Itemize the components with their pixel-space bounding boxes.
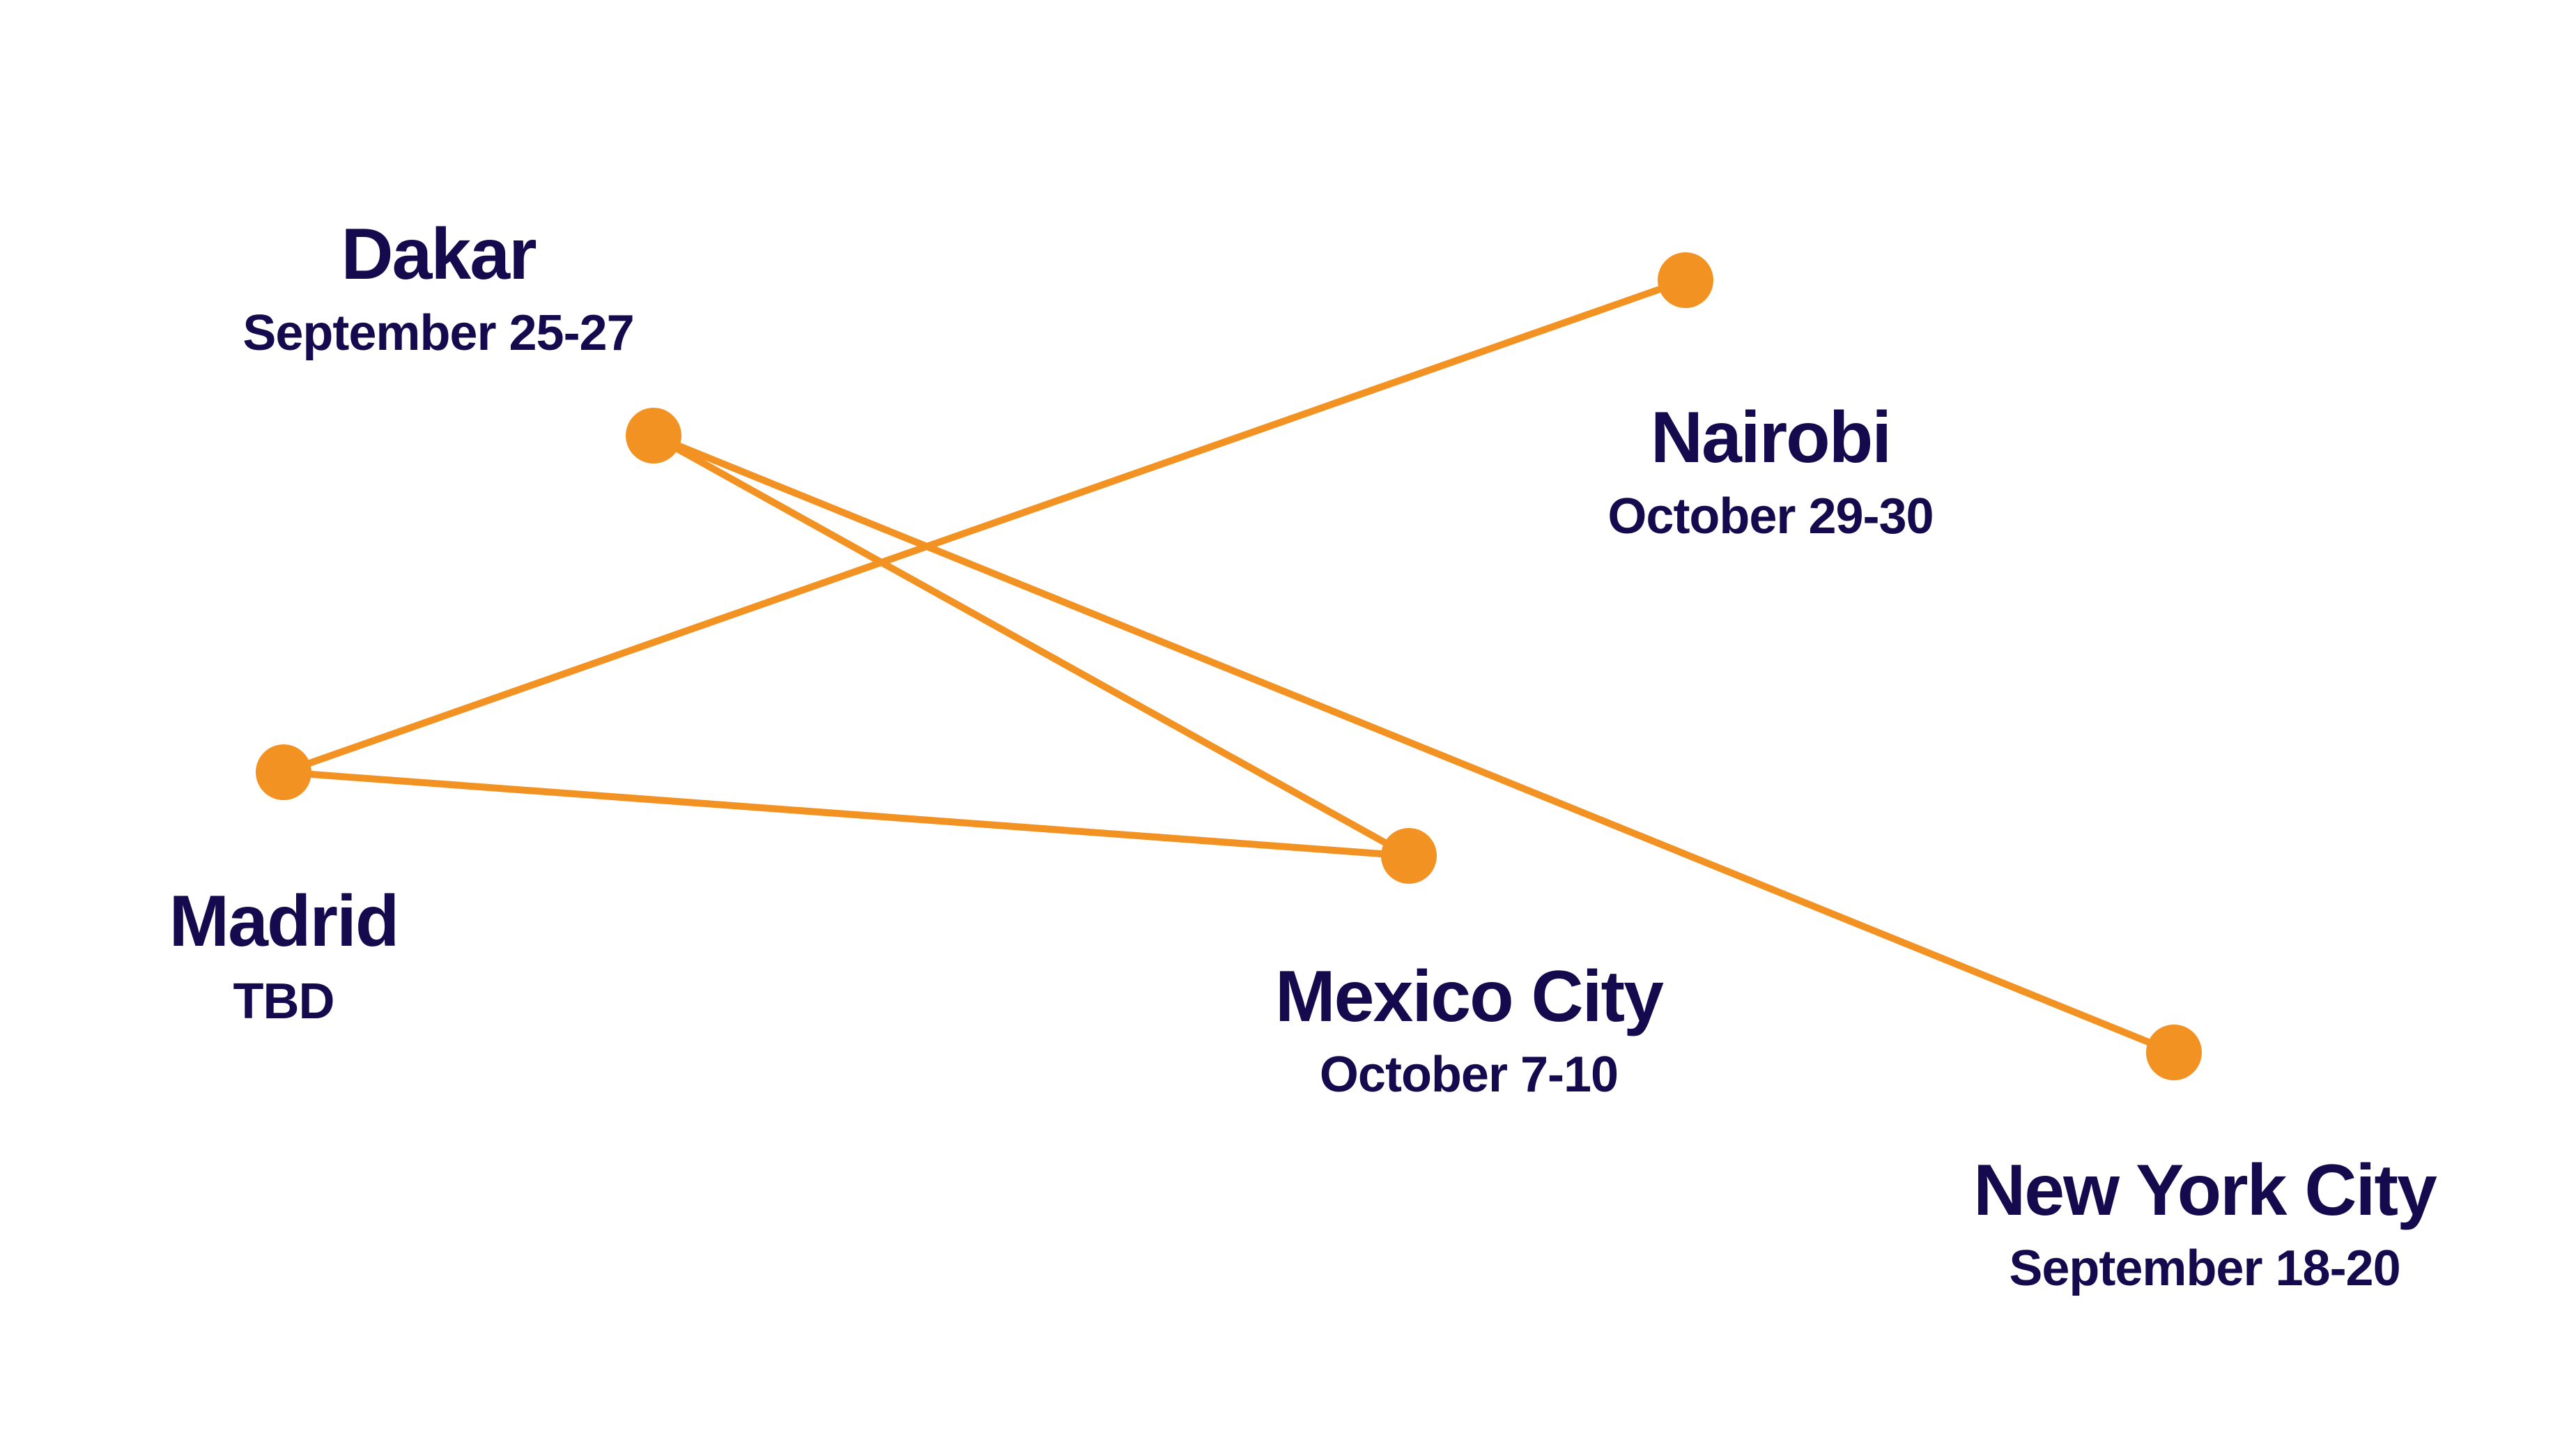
label-madrid: Madrid TBD: [169, 881, 400, 1029]
label-new-york-city: New York City September 18-20: [1973, 1150, 2439, 1296]
city-dates-nairobi: October 29-30: [1607, 489, 1933, 544]
routes: [280, 277, 2177, 1056]
stop-dot-mexico-city: [1381, 828, 1437, 884]
city-dates-madrid: TBD: [233, 974, 334, 1029]
city-name-nairobi: Nairobi: [1651, 397, 1890, 478]
stop-dot-new-york-city: [2146, 1025, 2202, 1080]
stop-dot-dakar: [626, 408, 681, 463]
stops: [256, 252, 2202, 1080]
label-mexico-city: Mexico City October 7-10: [1275, 956, 1665, 1103]
route-nairobi-to-madrid: [280, 277, 1689, 776]
stop-dot-nairobi: [1658, 252, 1713, 308]
label-dakar: Dakar September 25-27: [242, 214, 634, 361]
route-dakar-to-new-york-city: [650, 432, 2177, 1056]
city-dates-new-york-city: September 18-20: [2009, 1241, 2400, 1296]
route-madrid-to-mexico-city: [280, 769, 1412, 859]
city-name-new-york-city: New York City: [1973, 1150, 2437, 1231]
stop-dot-madrid: [256, 744, 311, 800]
city-dates-dakar: September 25-27: [242, 305, 633, 361]
city-name-madrid: Madrid: [169, 881, 399, 962]
city-dates-mexico-city: October 7-10: [1320, 1047, 1618, 1103]
route-mexico-city-to-dakar: [650, 432, 1412, 859]
label-nairobi: Nairobi October 29-30: [1607, 397, 1934, 544]
city-name-dakar: Dakar: [341, 214, 536, 295]
city-name-mexico-city: Mexico City: [1275, 956, 1664, 1037]
